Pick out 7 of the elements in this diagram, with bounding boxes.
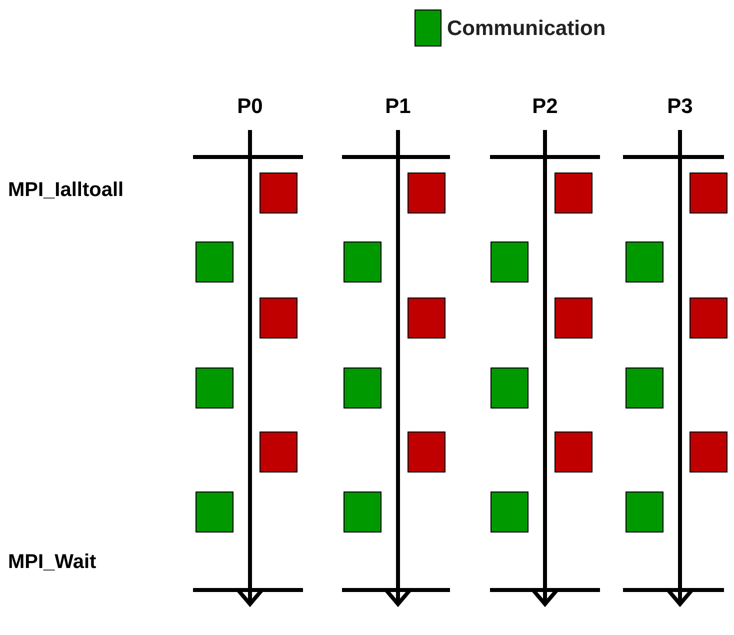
process-label: P1 (384, 96, 412, 117)
process-label: P0 (236, 96, 264, 117)
process-label: P3 (666, 96, 694, 117)
legend-text: Communication (447, 18, 606, 39)
phase-label: MPI_Ialltoall (8, 180, 124, 200)
phase-label: MPI_Wait (8, 552, 96, 572)
process-label: P2 (531, 96, 559, 117)
